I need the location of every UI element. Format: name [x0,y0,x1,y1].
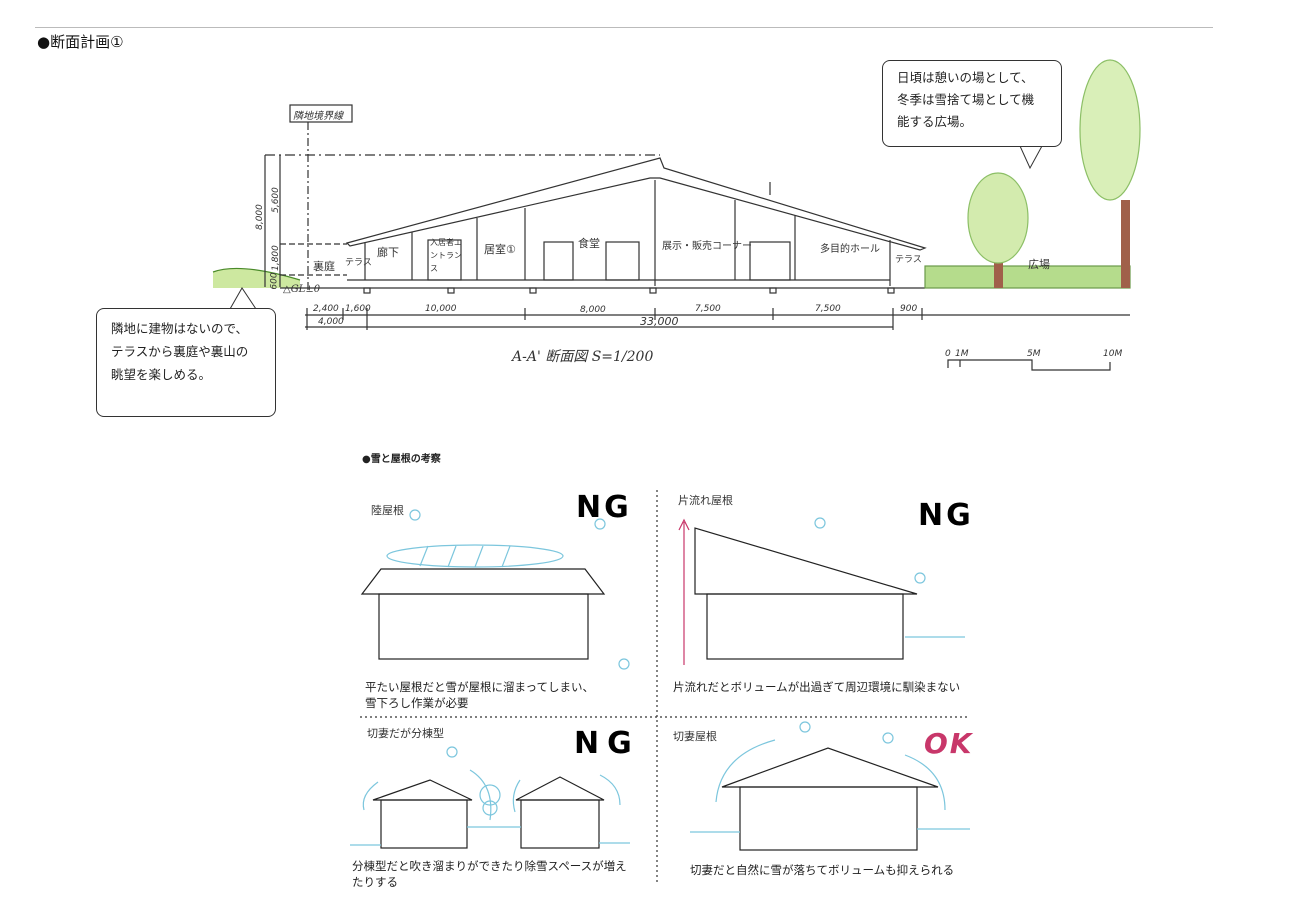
callout-line: テラスから裏庭や裏山の [111,344,249,359]
verdict-ok: OK [924,727,974,760]
callout-line: 眺望を楽しめる。 [111,367,212,382]
dim-label: 1,600 [345,304,371,314]
scale-label: 0 [945,349,951,359]
snowflakes [409,509,926,758]
callout-left: 隣地に建物はないので、 テラスから裏庭や裏山の 眺望を楽しめる。 [96,308,276,417]
room-label: 廊下 [377,246,399,259]
height-eave: 5,600 [270,187,281,213]
panel-text-line: たりする [352,875,398,889]
snow-study [350,490,970,885]
split-gable-houses [372,776,605,849]
panel-label-shed: 片流れ屋根 [678,494,733,507]
callout-line: 能する広場。 [897,114,973,129]
dim-label: 10,000 [425,304,457,314]
page-heading: ●断面計画① [37,33,124,51]
height-total: 8,000 [254,204,265,230]
gl-label: △GL±0 [283,284,321,295]
tree-crown [1079,59,1141,201]
snow-heading: ●雪と屋根の考察 [362,454,441,465]
panel-text-line: 雪下ろし作業が必要 [365,696,469,710]
callout-left-tail [229,287,257,310]
panel-text-gable: 切妻だと自然に雪が落ちてボリュームも抑えられる [690,862,954,878]
room-label: 展示・販売コーナー [662,241,752,252]
room-label: テラス [345,258,372,268]
panel-label-flat: 陸屋根 [371,504,404,517]
room-label: 裏庭 [313,260,335,273]
panel-text-shed: 片流れだとボリュームが出過ぎて周辺環境に馴染まない [673,679,960,695]
verdict-ng: NG [576,490,632,525]
boundary-label: 隣地境界線 [293,111,343,122]
room-label: 食堂 [578,237,600,250]
callout-line: 冬季は雪捨て場として機 [897,92,1035,107]
verdict-ng: NG [574,726,640,761]
dim-label: 7,500 [815,304,841,314]
dim-label: 900 [900,304,918,314]
panel-text-flat: 平たい屋根だと雪が屋根に溜まってしまい、 雪下ろし作業が必要 [365,679,594,711]
dim-label: 8,000 [580,305,606,315]
room-label: 多目的ホール [820,244,880,255]
gable-house [721,747,939,851]
tree-crown [967,172,1029,264]
callout-right-tail [1019,145,1043,170]
callout-line: 日頃は憩いの場として、 [897,70,1034,85]
section-drawing [212,59,1141,371]
shed-roof-house [694,527,918,660]
boundary-label-box [289,104,353,123]
height-floor: 1,800 [270,245,281,271]
section-title: A-A' 断面図 S=1/200 [512,349,654,365]
dim-label: 4,000 [318,317,344,327]
panel-label-split: 切妻だが分棟型 [367,727,444,740]
dim-label: 7,500 [695,304,721,314]
flat-roof-house [360,568,606,660]
panel-text-line: 切妻だと自然に雪が落ちてボリュームも抑えられる [690,863,955,877]
callout-line: 隣地に建物はないので、 [111,321,249,336]
tree-trunk [1121,200,1130,288]
scale-label: 1M [955,349,969,359]
verdict-ng: NG [918,498,974,533]
scale-label: 5M [1027,349,1041,359]
snow-pile [386,544,564,568]
room-label: テラス [895,255,922,265]
panel-label-gable: 切妻屋根 [673,730,717,743]
dim-label: 33,000 [640,315,679,328]
panel-text-line: 分棟型だと吹き溜まりができたり除雪スペースが増え [352,859,627,873]
grass-left [213,268,300,288]
panel-text-split: 分棟型だと吹き溜まりができたり除雪スペースが増え たりする [352,858,627,890]
dim-label: 2,400 [313,304,339,314]
scale-label: 10M [1103,349,1123,359]
room-label: 広場 [1028,258,1050,271]
height-base: 600 [269,272,280,290]
top-divider [35,27,1213,28]
room-label: 居室① [484,243,516,256]
panel-text-line: 片流れだとボリュームが出過ぎて周辺環境に馴染まない [673,680,961,694]
room-label: 入居者エントランス [430,238,462,273]
panel-text-line: 平たい屋根だと雪が屋根に溜まってしまい、 [365,680,594,694]
tree-trunk [994,240,1003,288]
callout-right: 日頃は憩いの場として、 冬季は雪捨て場として機 能する広場。 [882,60,1062,147]
